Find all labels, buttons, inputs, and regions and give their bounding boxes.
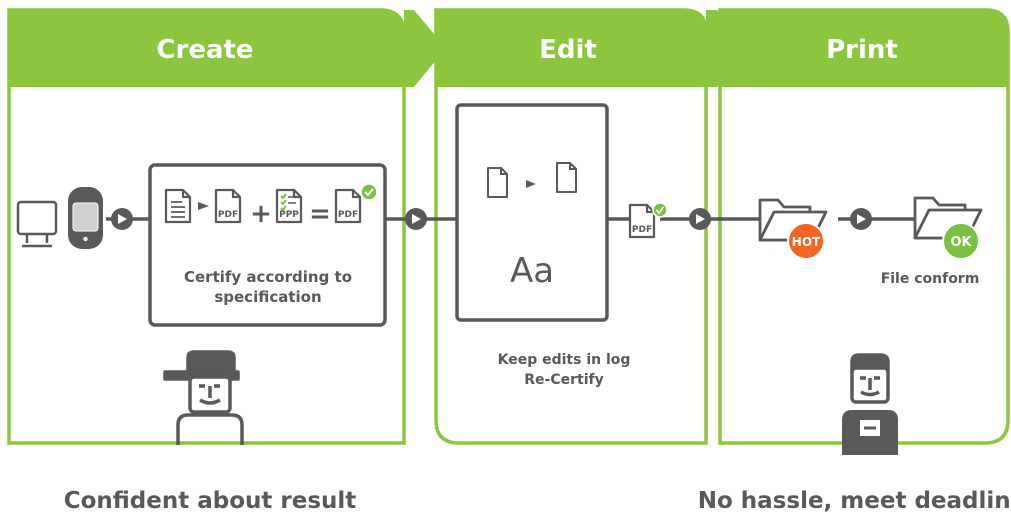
check-badge-icon	[360, 183, 378, 201]
flow-arrow-icon	[405, 208, 427, 230]
equals-sign: =	[309, 199, 331, 229]
flow-arrow-icon	[689, 208, 711, 230]
flow-arrow-icon	[111, 208, 133, 230]
chevron-arrow-icon	[706, 10, 748, 87]
stage-title-print: Print	[826, 35, 898, 65]
pdf-label: PDF	[218, 210, 238, 220]
edit-caption: Keep edits in log	[498, 352, 631, 368]
small-arrow-icon	[526, 180, 536, 188]
checklist-document-icon	[275, 188, 303, 224]
plus-sign: +	[250, 199, 272, 229]
monitor-icon	[16, 200, 58, 248]
stage-title-edit: Edit	[539, 35, 597, 65]
document-outline-icon	[487, 167, 508, 198]
edit-box	[455, 103, 609, 322]
phone-icon	[68, 187, 103, 249]
ok-badge	[942, 222, 980, 260]
hot-label: HOT	[792, 235, 821, 249]
person-with-overalls-icon	[842, 353, 898, 455]
person-with-cap-icon	[163, 350, 244, 445]
document-icon	[164, 188, 192, 224]
footer-right-text: No hassle, meet deadline	[698, 488, 1011, 514]
flow-arrow-icon	[850, 208, 872, 230]
document-outline-icon	[556, 162, 577, 193]
pdf-label: PDF	[338, 210, 358, 220]
chevron-arrow-icon	[404, 10, 446, 87]
ppp-label: PPP	[279, 210, 299, 220]
ok-label: OK	[950, 235, 972, 250]
print-caption: File conform	[881, 271, 980, 287]
hot-badge	[787, 222, 825, 260]
font-sample: Aa	[510, 251, 554, 291]
certify-caption: specification	[214, 288, 321, 306]
check-badge-icon	[652, 202, 668, 218]
edit-caption: Re-Certify	[524, 372, 603, 388]
stage-title-create: Create	[156, 35, 253, 65]
pdf-label: PDF	[632, 225, 652, 235]
small-arrow-icon	[198, 202, 209, 210]
footer-left-text: Confident about result	[64, 488, 357, 514]
certify-caption: Certify according to	[184, 268, 352, 286]
certify-box	[148, 163, 387, 327]
